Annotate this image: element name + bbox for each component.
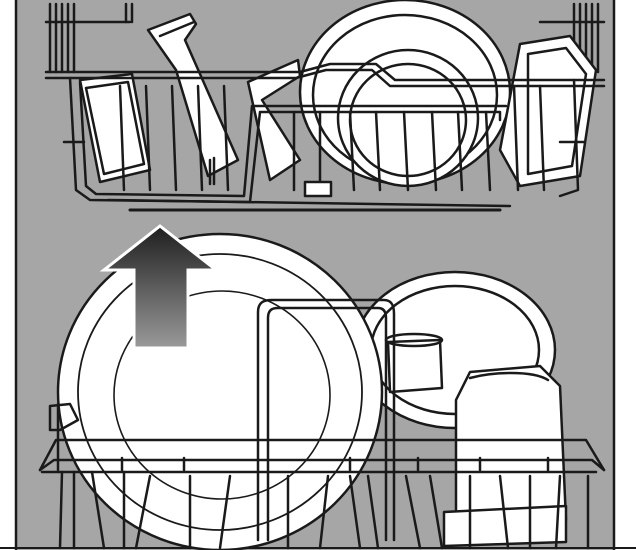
upper-plate-large [300, 0, 510, 186]
spray-arm-hub [305, 182, 331, 196]
lower-plate-large [58, 234, 382, 550]
